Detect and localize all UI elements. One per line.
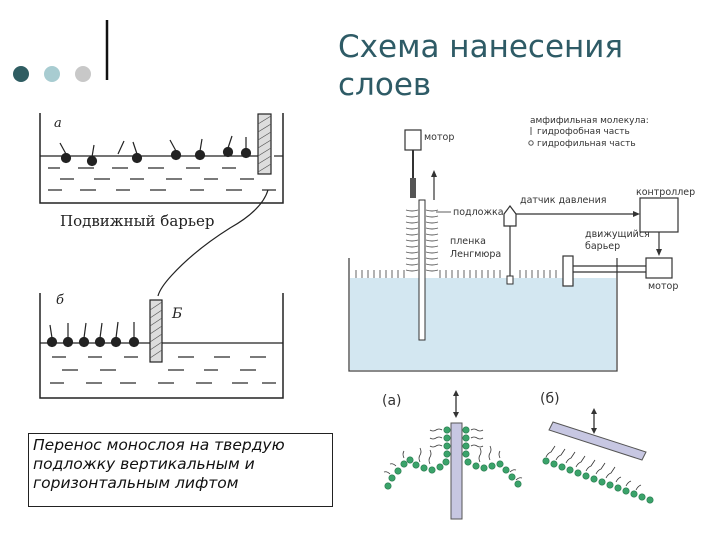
dot-dark-icon	[13, 66, 29, 82]
arrow-to-motor	[656, 249, 662, 256]
film-label-1: пленка	[450, 236, 486, 247]
legend-hydrophilic: гидрофильная часть	[537, 139, 636, 149]
dot-light-icon	[44, 66, 60, 82]
water-lines-a	[48, 167, 276, 191]
connector-line	[157, 189, 269, 297]
beads-b	[542, 457, 654, 504]
barrier-label-2: барьер	[585, 241, 620, 252]
barrier-a-hatch	[257, 115, 272, 173]
molecules-b	[46, 321, 140, 348]
panel-a-label: а	[54, 116, 62, 131]
pressure-sensor	[503, 205, 517, 227]
slide-title: Схема нанесения слоев	[338, 28, 698, 104]
substrate-clamp	[410, 178, 416, 198]
legend-title: амфифильная молекула:	[530, 116, 649, 126]
hydrophilic-icon	[528, 140, 534, 146]
barrier-label-1: движущийся	[585, 229, 650, 240]
caption-box: Перенос монослоя на твердую подложку вер…	[28, 433, 333, 507]
pressure-sensor-label: датчик давления	[520, 195, 606, 206]
motor-bottom-label: мотор	[648, 281, 678, 292]
arrow-a-up-icon	[453, 390, 459, 396]
controller-label: контроллер	[636, 187, 695, 198]
motor-top-label: мотор	[424, 132, 454, 143]
moving-barrier	[562, 255, 574, 287]
substrate-plate	[418, 199, 426, 341]
arrow-a-down-icon	[453, 412, 459, 418]
dot-gray-icon	[75, 66, 91, 82]
tails-a	[383, 428, 523, 481]
vertical-plate	[450, 422, 463, 520]
moving-barrier-caption: Подвижный барьер	[60, 212, 215, 230]
substrate-label: подложка	[453, 207, 504, 218]
legend-hydrophobic: гидрофобная часть	[537, 127, 630, 137]
trough-a	[39, 113, 284, 204]
beads-a-left	[384, 426, 451, 490]
barrier-b-letter: Б	[171, 306, 182, 322]
panel-b-label: б	[56, 293, 64, 308]
deposited-layers	[405, 209, 439, 272]
lift-arrow-head	[431, 170, 437, 177]
water	[350, 278, 616, 370]
film-label-2: Ленгмюра	[450, 249, 501, 260]
title-line-2: слоев	[338, 67, 432, 103]
trough-b	[39, 293, 284, 399]
sensor-plate	[506, 275, 514, 285]
arrow-b-down-icon	[591, 428, 597, 434]
surface-monolayer	[355, 270, 557, 278]
motor-bottom-box	[645, 257, 673, 279]
molecules-a	[59, 135, 252, 167]
barrier-b	[149, 299, 163, 363]
water-lines-b	[50, 356, 276, 384]
lift-label-a: (а)	[382, 393, 402, 409]
beads-a-right	[462, 426, 522, 488]
trough	[348, 258, 618, 372]
arrow-to-controller	[633, 211, 640, 217]
title-line-1: Схема нанесения	[338, 29, 624, 65]
barrier-b-hatch	[149, 301, 163, 359]
tilted-plate	[548, 421, 647, 461]
lift-label-b: (б)	[540, 391, 560, 407]
tails-b	[545, 445, 642, 491]
arrow-b-up-icon	[591, 408, 597, 414]
